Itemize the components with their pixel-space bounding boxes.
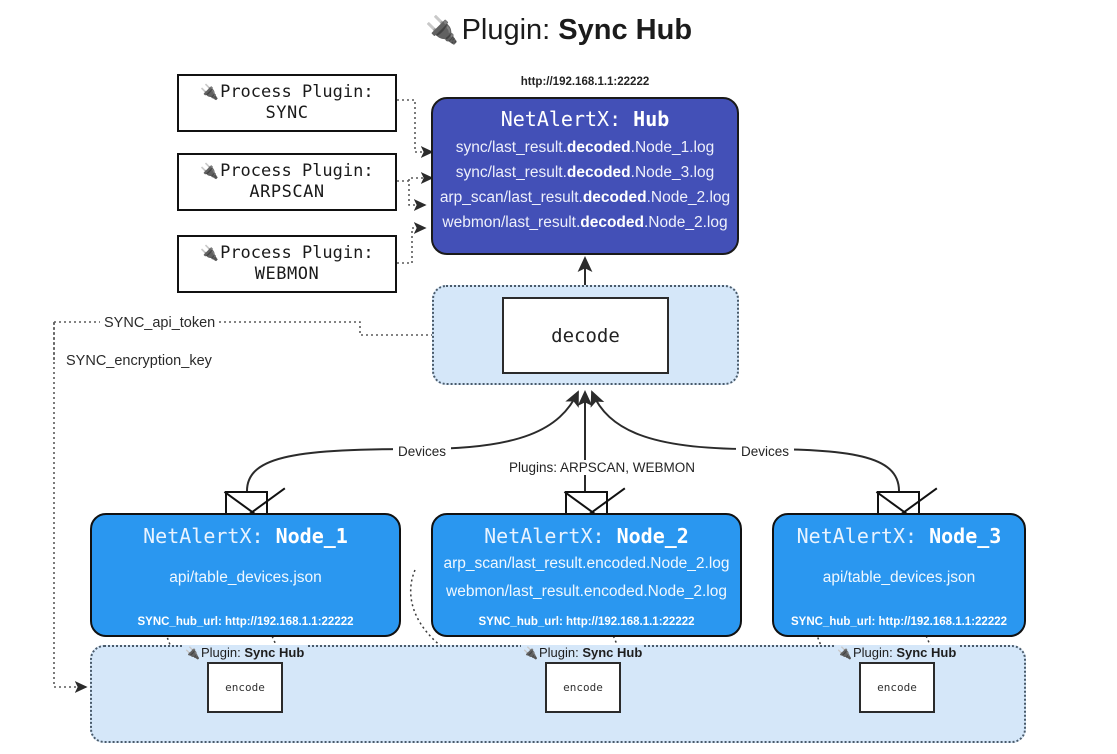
plug-icon: 🔌 [523,646,538,660]
hub-logline: webmon/last_result.decoded.Node_2.log [442,214,728,232]
edge-label-devices-right: Devices [736,444,795,459]
node-line: webmon/last_result.encoded.Node_2.log [446,583,727,601]
process-plugin-label: Process Plugin: [220,81,374,102]
encode-box[interactable]: encode [207,662,283,713]
plugin-label-sync-hub: 🔌Plugin: Sync Hub [521,645,645,660]
plugin-label-sync-hub: 🔌Plugin: Sync Hub [183,645,307,660]
edge-label-plugins: Plugins: ARPSCAN, WEBMON [504,460,701,475]
encode-box[interactable]: encode [545,662,621,713]
process-plugin-arpscan[interactable]: 🔌Process Plugin: ARPSCAN [177,153,397,211]
process-plugin-label: Process Plugin: [220,242,374,263]
node-line: api/table_devices.json [169,569,322,586]
process-plugin-name: ARPSCAN [249,182,325,202]
node-1[interactable]: NetAlertX: Node_1 api/table_devices.json… [90,513,401,637]
hub-logline: sync/last_result.decoded.Node_3.log [455,164,715,182]
plugin-label-sync-hub: 🔌Plugin: Sync Hub [835,645,959,660]
sync-api-token-label: SYNC_api_token [100,315,220,331]
hub-title-prefix: NetAlertX: [500,107,634,131]
node-2[interactable]: NetAlertX: Node_2 arp_scan/last_result.e… [431,513,742,637]
node-hub-url: SYNC_hub_url: http://192.168.1.1:22222 [790,616,1008,628]
plug-icon: 🔌 [185,646,200,660]
process-plugin-sync[interactable]: 🔌Process Plugin: SYNC [177,74,397,132]
hub-node[interactable]: NetAlertX: Hub sync/last_result.decoded.… [431,97,739,255]
node-title: NetAlertX: Node_3 [796,524,1002,548]
plug-icon: 🔌 [424,15,459,45]
plug-icon: 🔌 [837,646,852,660]
edge-label-devices-left: Devices [393,444,452,459]
node-hub-url: SYNC_hub_url: http://192.168.1.1:22222 [478,616,695,628]
page-title-lead: Plugin: [461,14,559,46]
node-line: arp_scan/last_result.encoded.Node_2.log [443,555,730,572]
page-title-name: Sync Hub [558,14,693,46]
plug-icon: 🔌 [200,83,220,101]
encode-box[interactable]: encode [859,662,935,713]
node-title: NetAlertX: Node_1 [143,524,348,548]
hub-logline: sync/last_result.decoded.Node_1.log [455,139,715,156]
node-3[interactable]: NetAlertX: Node_3 api/table_devices.json… [772,513,1026,637]
plug-icon: 🔌 [200,244,220,262]
process-plugin-name: SYNC [265,103,309,123]
hub-title: NetAlertX: Hub [433,107,737,131]
node-hub-url: SYNC_hub_url: http://192.168.1.1:22222 [137,616,354,628]
hub-logline: arp_scan/last_result.decoded.Node_2.log [439,189,731,207]
plug-icon: 🔌 [200,162,220,180]
decode-box[interactable]: decode [502,297,669,374]
process-plugin-webmon[interactable]: 🔌Process Plugin: WEBMON [177,235,397,293]
process-plugin-label: Process Plugin: [220,160,374,181]
node-title: NetAlertX: Node_2 [484,524,689,548]
hub-title-name: Hub [633,107,670,131]
process-plugin-name: WEBMON [254,264,320,284]
page-title: 🔌Plugin: Sync Hub [0,14,1117,47]
node-line: api/table_devices.json [822,569,976,586]
sync-encryption-key-label: SYNC_encryption_key [62,353,216,369]
hub-url-label: http://192.168.1.1:22222 [520,76,650,88]
